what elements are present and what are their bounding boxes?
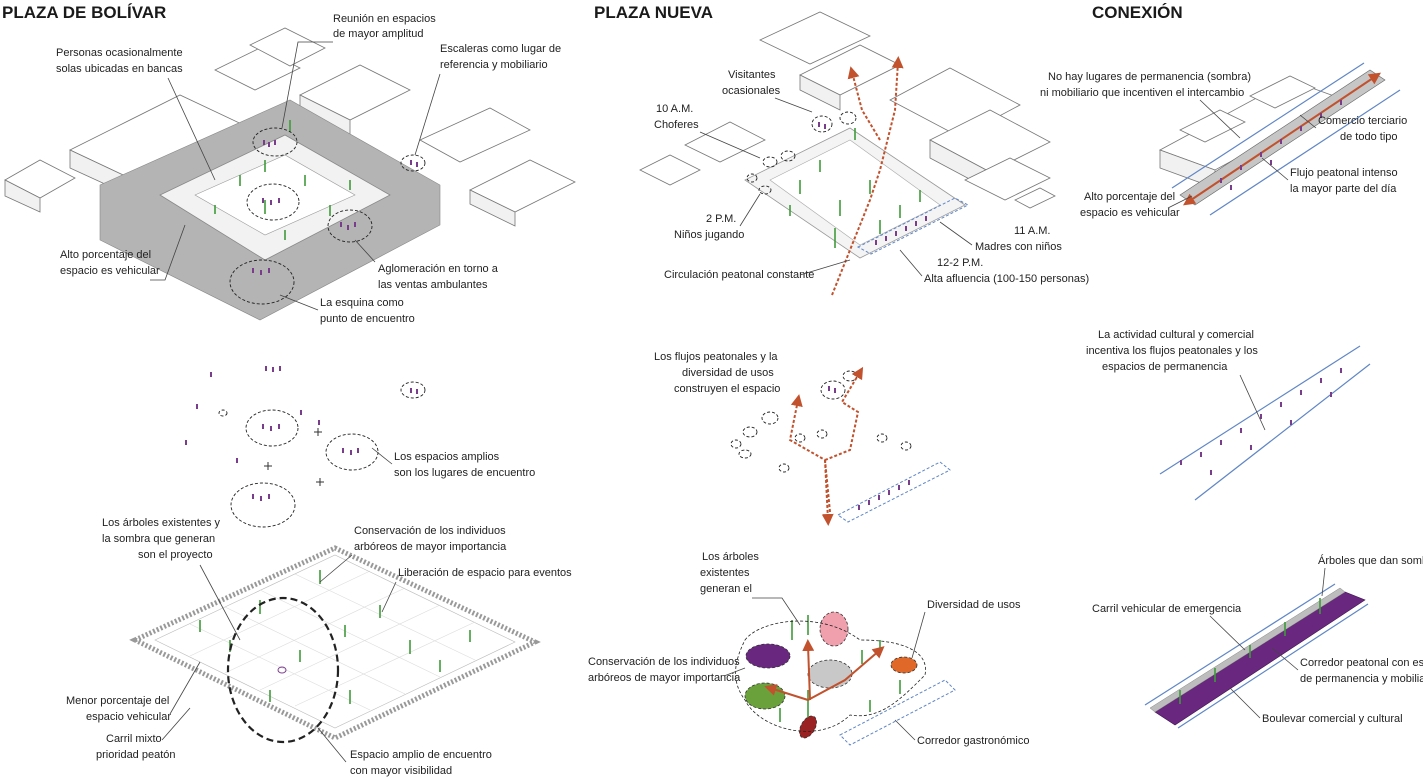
label-flujos-3: construyen el espacio [674,383,780,395]
label-ninos-2: Niños jugando [674,229,744,241]
label-espacios-2: son los lugares de encuentro [394,467,535,479]
label-visitantes-1: Visitantes [728,69,776,81]
label-vehicular-1: Alto porcentaje del [60,249,151,261]
bolivar-top-drawing [4,27,576,321]
label-espacio-amplio-1: Espacio amplio de encuentro [350,749,492,761]
bolivar-bottom-drawing [129,545,541,744]
label-espacio-amplio-2: con mayor visibilidad [350,765,452,777]
label-nb-arboles-2: existentes [700,567,750,579]
label-choferes-1: 10 A.M. [656,103,693,115]
label-personas-1: Personas ocasionalmente [56,47,183,59]
label-nb-arboles-3: generan el [700,583,752,595]
label-liberacion: Liberación de espacio para eventos [398,567,572,579]
conexion-top-labels: No hay lugares de permanencia (sombra) n… [1040,71,1407,219]
label-comercio-2: de todo tipo [1340,131,1398,143]
label-carril-1: Carril mixto [106,733,162,745]
label-cvehicular-2: espacio es vehicular [1080,207,1180,219]
label-escaleras-1: Escaleras como lugar de [440,43,561,55]
conexion-top-drawing [1159,62,1401,216]
label-nb-diversidad: Diversidad de usos [927,599,1021,611]
label-arboles-2: la sombra que generan [102,533,215,545]
label-choferes-2: Choferes [654,119,699,131]
label-conservacion-1: Conservación de los individuos [354,525,506,537]
label-nohay-1: No hay lugares de permanencia (sombra) [1048,71,1251,83]
label-nb-conservacion-2: arbóreos de mayor importancia [588,672,741,684]
bolivar-top-labels: Reunión en espacios de mayor amplitud Pe… [56,13,561,325]
label-cb-arboles: Árboles que dan sombra [1318,554,1423,567]
label-cb-corredor-2: de permanencia y mobiliario [1300,673,1423,685]
label-vehicular-2: espacio es vehicular [60,265,160,277]
label-menor-1: Menor porcentaje del [66,695,169,707]
label-nb-conservacion-1: Conservación de los individuos [588,656,740,668]
conexion-bottom-labels: Árboles que dan sombra Carril vehicular … [1092,554,1423,725]
label-arboles-1: Los árboles existentes y [102,517,221,529]
bolivar-bottom-labels: Los árboles existentes y la sombra que g… [66,517,572,777]
label-actividad-3: espacios de permanencia [1102,361,1228,373]
nueva-top-drawing [639,11,1056,296]
label-flujo-1: Flujo peatonal intenso [1290,167,1398,179]
bolivar-mid-drawing [185,366,426,528]
label-flujos-2: diversidad de usos [682,367,774,379]
conexion-mid-drawing [1159,345,1371,501]
label-circulacion: Circulación peatonal constante [664,269,814,281]
label-flujos-1: Los flujos peatonales y la [654,351,778,363]
label-aglomeracion-2: las ventas ambulantes [378,279,488,291]
nueva-mid-labels: Los flujos peatonales y la diversidad de… [654,351,780,395]
label-nb-arboles-1: Los árboles [702,551,759,563]
nueva-mid-drawing [730,366,951,526]
nueva-bottom-labels: Los árboles existentes generan el Divers… [588,551,1030,747]
bolivar-mid-labels: Los espacios amplios son los lugares de … [371,447,535,479]
label-nb-corredor: Corredor gastronómico [917,735,1030,747]
label-esquina-1: La esquina como [320,297,404,309]
label-madres-1: 11 A.M. [1014,225,1050,237]
label-conservacion-2: arbóreos de mayor importancia [354,541,507,553]
title-plaza-bolivar: PLAZA DE BOLÍVAR [2,3,166,22]
label-carril-2: prioridad peatón [96,749,176,761]
label-afluencia-2: Alta afluencia (100-150 personas) [924,273,1089,285]
label-esquina-2: punto de encuentro [320,313,415,325]
title-plaza-nueva: PLAZA NUEVA [594,3,713,22]
label-reunion-2: de mayor amplitud [333,28,424,40]
label-flujo-2: la mayor parte del día [1290,183,1397,195]
label-cb-carril: Carril vehicular de emergencia [1092,603,1242,615]
label-comercio-1: Comercio terciario [1318,115,1407,127]
label-espacios-1: Los espacios amplios [394,451,500,463]
label-reunion-1: Reunión en espacios [333,13,436,25]
label-cb-corredor-1: Corredor peatonal con espacios [1300,657,1423,669]
title-conexion: CONEXIÓN [1092,3,1183,22]
label-cb-boulevar: Boulevar comercial y cultural [1262,713,1403,725]
nueva-top-labels: Visitantes ocasionales 10 A.M. Choferes … [654,69,1089,285]
label-arboles-3: son el proyecto [138,549,213,561]
label-cvehicular-1: Alto porcentaje del [1084,191,1175,203]
label-nohay-2: ni mobiliario que incentiven el intercam… [1040,87,1244,99]
label-visitantes-2: ocasionales [722,85,781,97]
plus-sign-icon [264,428,324,486]
nueva-bottom-drawing [735,611,956,746]
label-menor-2: espacio vehicular [86,711,171,723]
label-personas-2: solas ubicadas en bancas [56,63,183,75]
label-madres-2: Madres con niños [975,241,1062,253]
conexion-mid-labels: La actividad cultural y comercial incent… [1086,329,1266,431]
label-afluencia-1: 12-2 P.M. [937,257,983,269]
conexion-bottom-drawing [1144,583,1369,729]
label-aglomeracion-1: Aglomeración en torno a [378,263,499,275]
label-ninos-1: 2 P.M. [706,213,736,225]
label-actividad-2: incentiva los flujos peatonales y los [1086,345,1258,357]
label-escaleras-2: referencia y mobiliario [440,59,548,71]
label-actividad-1: La actividad cultural y comercial [1098,329,1254,341]
